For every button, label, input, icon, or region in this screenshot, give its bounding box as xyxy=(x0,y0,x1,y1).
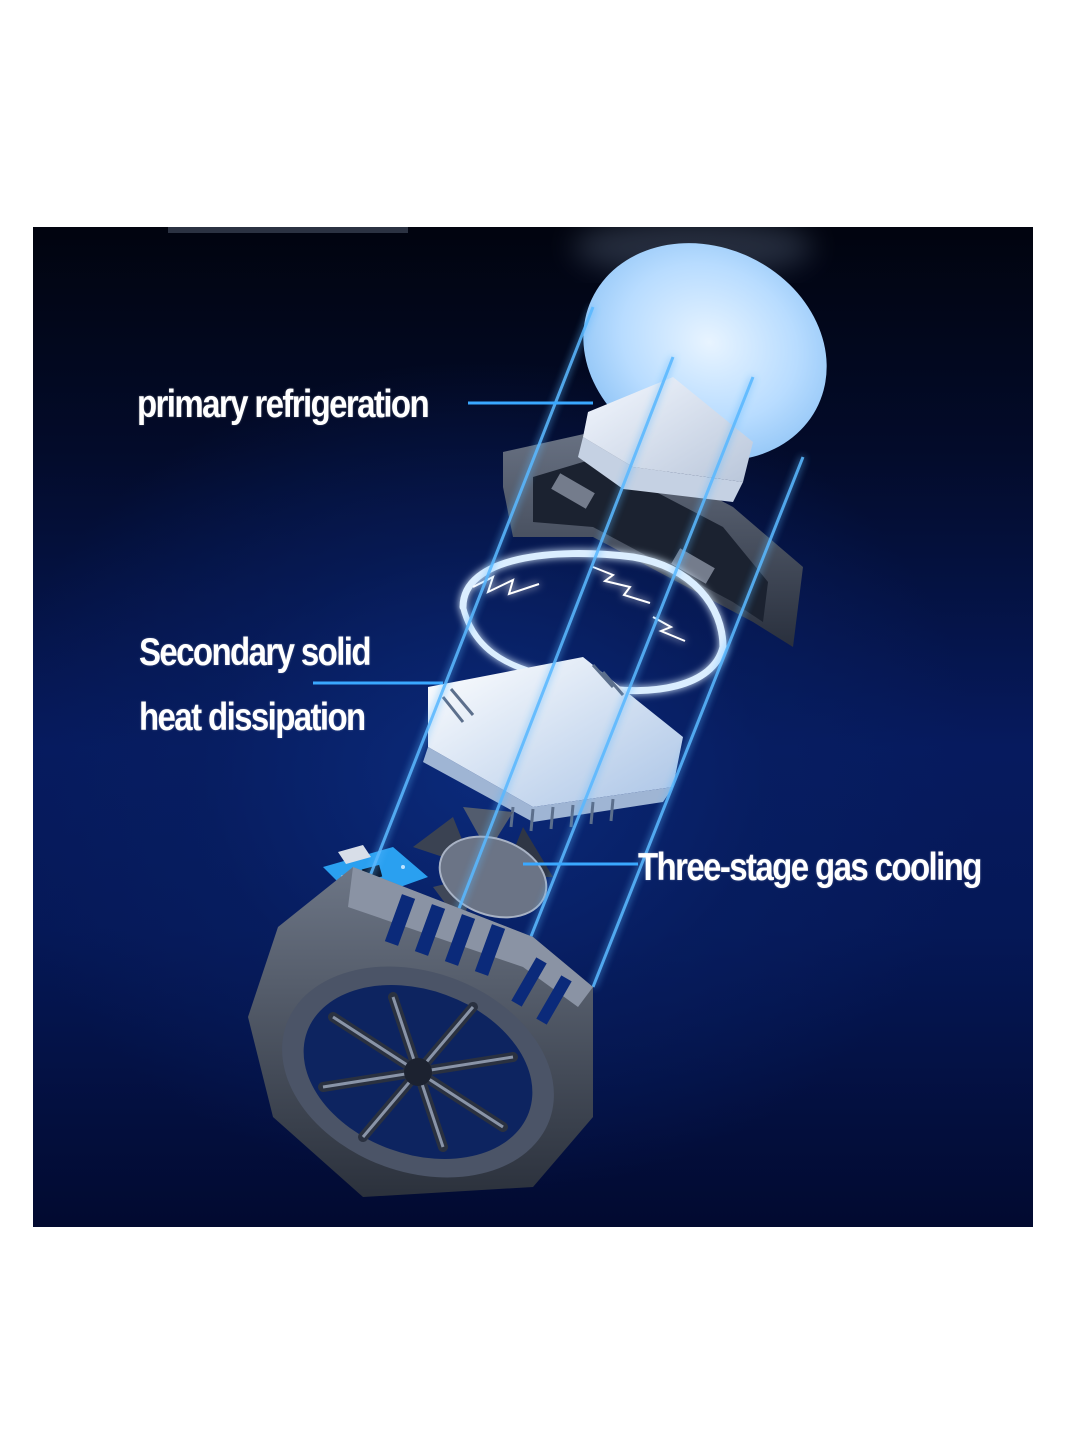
label-secondary-line1: Secondary solid xyxy=(139,629,372,674)
label-secondary-line2: heat dissipation xyxy=(139,694,366,739)
heatsink-icon xyxy=(423,657,683,832)
exploded-view-illustration xyxy=(168,227,827,1197)
label-three-stage-gas-cooling: Three-stage gas cooling xyxy=(638,844,982,889)
leader-lines xyxy=(313,401,638,866)
label-primary-refrigeration: primary refrigeration xyxy=(137,381,430,426)
bracket-frame-icon xyxy=(503,432,803,647)
semiconductor-chip-icon xyxy=(578,377,753,502)
housing-shell-icon xyxy=(248,867,593,1197)
product-infographic: primary refrigeration Secondary solid he… xyxy=(33,227,1033,1227)
